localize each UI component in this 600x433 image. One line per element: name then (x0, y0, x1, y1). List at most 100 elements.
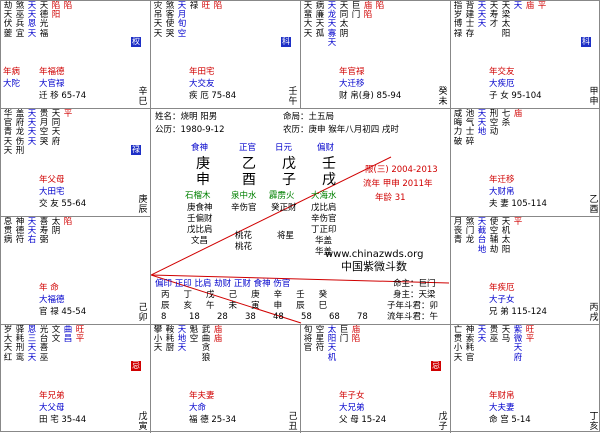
star-column: 天天地 (477, 109, 487, 138)
palace-line: 年迁移 (489, 175, 515, 185)
star-column: 曲昌 (63, 325, 73, 345)
star-column: 天梁 太阳 (501, 1, 511, 39)
row-age-1: 18 (189, 312, 200, 322)
star-column: 指岁博禄 (453, 1, 463, 39)
palace-wei[interactable]: 天蜚大天病廉天孤天龙天寡 天天同 太阴巨门庙 陷陷年官禄大迁移财 帛(身) 85… (301, 1, 451, 109)
star-column: 天机 太阳 (501, 217, 511, 255)
star-column: 天蜚大天 (303, 1, 313, 39)
star-column: 天天 (477, 325, 487, 345)
star-column: 空星符 (315, 325, 325, 354)
palace-stars: 灾吊天天煞客使哭天月 旬空禄旺陷 (153, 1, 298, 62)
shishen-1: 正官 (239, 143, 257, 153)
row-age-6: 68 (329, 312, 340, 322)
palace-line: 年疾厄 (489, 283, 515, 293)
bureau-line: 命局：土五局 (283, 112, 335, 122)
palace-stars: 岁大天红驿耗刑鸾恩三天天光台喜巫文文曲昌旺平 (3, 325, 148, 386)
star-column: 盖府龙伤刑 (15, 109, 25, 156)
row-gan-6: 壬 (296, 290, 319, 300)
nayin-0: 石榴木 (185, 191, 211, 201)
hidden-0-3: 文昌 (191, 236, 209, 246)
star-column: 庙 (513, 109, 523, 119)
palace-stars: 月丧青煞门龙天截台地使空辅劫天机 太阳平 (453, 217, 599, 278)
star-column: 平 (513, 217, 523, 227)
star-column: 太阳 天机 (327, 325, 337, 363)
star-column: 陷 (213, 1, 223, 11)
row-gan-7: 癸 (318, 290, 342, 300)
palace-line: 大夫妻 (489, 403, 515, 413)
row-shishen-1: 正印 (174, 279, 192, 289)
palace-line: 财 帛(身) 85-94 (339, 91, 402, 101)
palace-stars: 劫天伏夔煞巫兵宜天天恩天天德光福陷阳陷 (3, 1, 148, 62)
row-gan-0: 丙 (161, 290, 184, 300)
center-info: 姓名：烧明 阳男 命局：土五局 公历：1980-9-12 农历：庚申 猴年八月初… (151, 109, 451, 325)
star-column: 巨门 (339, 325, 349, 345)
row-branch-7: 巳 (318, 301, 342, 311)
star-column: 天马 (501, 325, 511, 345)
left-tag: 年病 (3, 67, 21, 77)
palace-line: 福 德 25-34 (189, 415, 237, 425)
palace-ganzhi: 戊子 (438, 412, 448, 432)
palace-line: 官 禄 45-54 (39, 307, 87, 317)
star-column: 天同 太阴 (339, 1, 349, 39)
palace-line: 年交友 (489, 67, 515, 77)
row-age-5: 58 (301, 312, 312, 322)
shishen-3: 偏财 (317, 143, 335, 153)
palace-line: 年兄弟 (39, 391, 65, 401)
star-column: 巨门 (351, 1, 361, 21)
star-column: 华官青天天 (3, 109, 13, 156)
star-column: 煞门龙 (465, 217, 475, 246)
star-column: 旺平 (75, 325, 85, 345)
branch-2: 子 (282, 172, 296, 188)
star-column: 天地天 (177, 325, 187, 354)
palace-line: 田 宅 35-44 (39, 415, 87, 425)
star-column: 陷 (63, 1, 73, 11)
sihua-badge: 忌 (131, 361, 141, 371)
star-column: 天月 旬空 (177, 1, 187, 39)
stem-0: 庚 (196, 156, 210, 172)
row-branch-4: 寅 (251, 301, 274, 311)
sihua-badge: 科 (281, 37, 291, 47)
palace-line: 命 宫 5-14 (489, 415, 531, 425)
palace-ganzhi: 甲申 (589, 87, 599, 107)
sihua-badge: 忌 (431, 361, 441, 371)
palace-stars: 天蜚大天病廉天孤天龙天寡 天天同 太阴巨门庙 陷陷 (303, 1, 448, 62)
watermark-url: www.chinazwds.org (325, 249, 424, 260)
hidden-0-2: 戊比肩 (187, 225, 213, 235)
hidden-0-1: 壬偏财 (187, 214, 213, 224)
star-column: 武曲 贪狼 (201, 325, 211, 363)
star-column: 天天恩天 (27, 1, 37, 39)
age-line: 年龄 31 (375, 193, 406, 203)
hidden-3-2: 丁正印 (311, 225, 337, 235)
hidden-3-0: 戊比肩 (311, 203, 337, 213)
stem-1: 乙 (242, 156, 256, 172)
star-column: 太阴 (51, 217, 61, 237)
star-column: 贵巫 (489, 325, 499, 345)
star-column: 贵月空哭 (39, 109, 49, 147)
palace-line: 年官禄 (339, 67, 365, 77)
star-column: 天截台地 (477, 217, 487, 255)
solar-line: 公历：1980-9-12 (155, 125, 225, 135)
palace-line: 大田宅 (39, 187, 65, 197)
star-column: 陷阳 (51, 1, 61, 21)
row-branch-5: 申 (273, 301, 297, 311)
palace-line: 年夫妻 (189, 391, 215, 401)
star-column: 庙 庙 (213, 325, 223, 345)
extra-0: 桃花 (235, 231, 253, 241)
hidden-2-0: 癸正财 (271, 203, 297, 213)
palace-line: 父 母 15-24 (339, 415, 387, 425)
star-column: 喜寿弼 (39, 217, 49, 246)
star-column: 光台喜巫 (39, 325, 49, 363)
